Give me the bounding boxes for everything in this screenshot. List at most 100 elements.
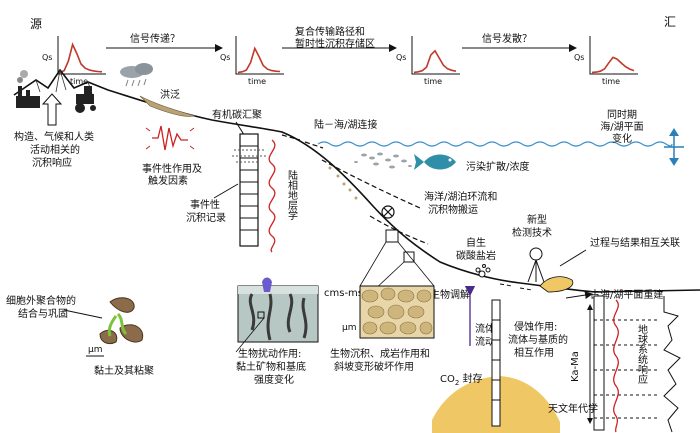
signal-step-1: 信号传递？ <box>130 32 180 45</box>
signal-step-3: 信号发散？ <box>482 32 532 45</box>
circulation-label-1: 海洋/湖泊环流和 <box>424 190 497 203</box>
erosion-core <box>593 295 660 431</box>
mini-chart-y-label: Qs <box>220 53 230 62</box>
signal-curve <box>59 42 103 74</box>
mini-chart-3: Qs time <box>396 36 460 86</box>
sea-level-change-arrow-icon <box>664 128 684 166</box>
signal-step-2b: 暂时性沉积存储区 <box>295 37 375 50</box>
mini-chart-y-label: Qs <box>574 53 584 62</box>
earth-response-label: 地球系统响应 <box>636 323 648 385</box>
factory-icon <box>16 70 40 108</box>
mini-chart-axes <box>411 36 460 75</box>
signal-step-2a: 复合传输路径和 <box>295 25 365 38</box>
bio-reg-label: 生物调解 <box>430 288 470 301</box>
event-record-2: 沉积记录 <box>186 211 226 224</box>
clay-label: 黏土及其粘聚 <box>94 364 154 377</box>
um-label-1: μm <box>88 345 103 355</box>
event-label-2: 触发因素 <box>148 174 188 187</box>
sync-label-2: 海/湖平面 <box>600 120 643 133</box>
event-record-1: 事件性 <box>190 198 220 211</box>
slope-sediment <box>328 166 358 200</box>
mini-chart-axes <box>589 36 638 75</box>
zoom-box-1 <box>385 229 399 243</box>
mini-chart-x-label: time <box>602 77 620 86</box>
mini-chart-2: Qs time <box>220 36 284 86</box>
fish-icon <box>414 154 456 170</box>
erosion-label-3: 相互作用 <box>514 346 554 359</box>
water-surface <box>317 141 673 147</box>
eps-label-2: 结合与巩固 <box>18 307 68 320</box>
kama-axis <box>587 304 593 424</box>
climate-curve <box>663 296 681 433</box>
tectonic-line-3: 沉积响应 <box>32 156 72 169</box>
flood-deposit <box>139 95 196 117</box>
signal-curve <box>413 49 457 74</box>
erosion-label-1: 侵蚀作用: <box>514 320 557 333</box>
sink-label: 汇 <box>664 15 676 29</box>
carbonate-chimney-icon <box>475 264 491 278</box>
land-sea-label: 陆－海/湖连接 <box>314 118 377 131</box>
event-label-1: 事件性作用及 <box>142 162 202 175</box>
stratigraphic-core <box>232 133 266 247</box>
sync-label-3: 变化 <box>612 132 632 145</box>
fluid-label-2: 流动 <box>475 335 495 348</box>
authigenic-label-2: 碳酸盐岩 <box>456 249 496 262</box>
borehole <box>491 299 501 427</box>
terrestrial-strat-label: 陆相地层学 <box>286 169 298 220</box>
bioturb-label-2: 黏土矿物和基底 <box>236 360 306 373</box>
co2-label: CO2 封存 <box>440 372 483 387</box>
interaction-label: 过程与结果相互关联 <box>590 236 680 249</box>
seismic-event-icon <box>145 125 195 151</box>
signal-curve <box>591 56 635 74</box>
slope-failure-marker-icon <box>381 205 395 219</box>
mini-chart-4: Qs time <box>574 36 638 86</box>
new-tech-label-1: 新型 <box>527 213 547 226</box>
biosed-label-2: 斜坡变形破坏作用 <box>334 360 414 373</box>
landscape-profile <box>13 68 700 293</box>
signal-mini-charts: Qs time Qs time Qs time Qs time <box>42 36 638 86</box>
flood-label: 洪泛 <box>160 89 180 101</box>
erosion-signal-line <box>613 299 619 433</box>
paleo-sea-label: 古海/湖平面重建 <box>590 288 663 301</box>
bioturb-label-3: 强度变化 <box>254 373 294 386</box>
new-tech-label-2: 检测技术 <box>512 226 552 239</box>
pollution-particles <box>354 152 412 169</box>
pollution-label: 污染扩散/浓度 <box>466 160 529 173</box>
biosed-label-1: 生物沉积、成岩作用和 <box>330 347 430 360</box>
mini-chart-x-label: time <box>70 77 88 86</box>
zoom-box-2 <box>403 251 415 263</box>
tectonic-line-1: 构造、气候和人类 <box>14 130 94 143</box>
mini-chart-1: Qs time <box>42 36 106 86</box>
grain-inset <box>359 285 435 339</box>
bioturbation-inset <box>237 277 319 343</box>
astro-label: 天文年代学 <box>548 402 598 415</box>
tectonic-line-2: 活动相关的 <box>30 143 80 156</box>
circulation-label-2: 沉积物搬运 <box>428 203 478 216</box>
sediment-mound <box>539 276 574 293</box>
tractor-icon <box>75 86 96 113</box>
mini-chart-y-label: Qs <box>396 53 406 62</box>
sync-label-1: 同时期 <box>607 109 637 121</box>
erosion-label-2: 流体与基质的 <box>508 333 568 346</box>
rain-cloud-icon <box>120 63 153 87</box>
um-label-2: μm <box>342 323 357 333</box>
mini-chart-y-label: Qs <box>42 53 52 62</box>
kama-label: Ka-Ma <box>570 351 581 382</box>
mini-chart-x-label: time <box>424 77 442 86</box>
signal-curve <box>237 46 281 74</box>
eps-label-1: 细胞外聚合物的 <box>6 294 76 307</box>
cms-label: cms-ms <box>324 288 363 299</box>
bioturb-label-1: 生物扰动作用: <box>238 347 301 360</box>
fluid-label-1: 流体 <box>475 322 495 335</box>
mini-chart-axes <box>235 36 284 75</box>
uplift-arrow-icon <box>41 93 63 126</box>
authigenic-label-1: 自生 <box>466 236 486 249</box>
mini-chart-x-label: time <box>248 77 266 86</box>
survey-instrument-icon <box>527 247 545 283</box>
strat-signal-line <box>268 139 276 253</box>
organic-carbon-label: 有机碳汇聚 <box>212 108 262 121</box>
source-label: 源 <box>30 17 42 31</box>
eps-inset <box>99 297 144 345</box>
